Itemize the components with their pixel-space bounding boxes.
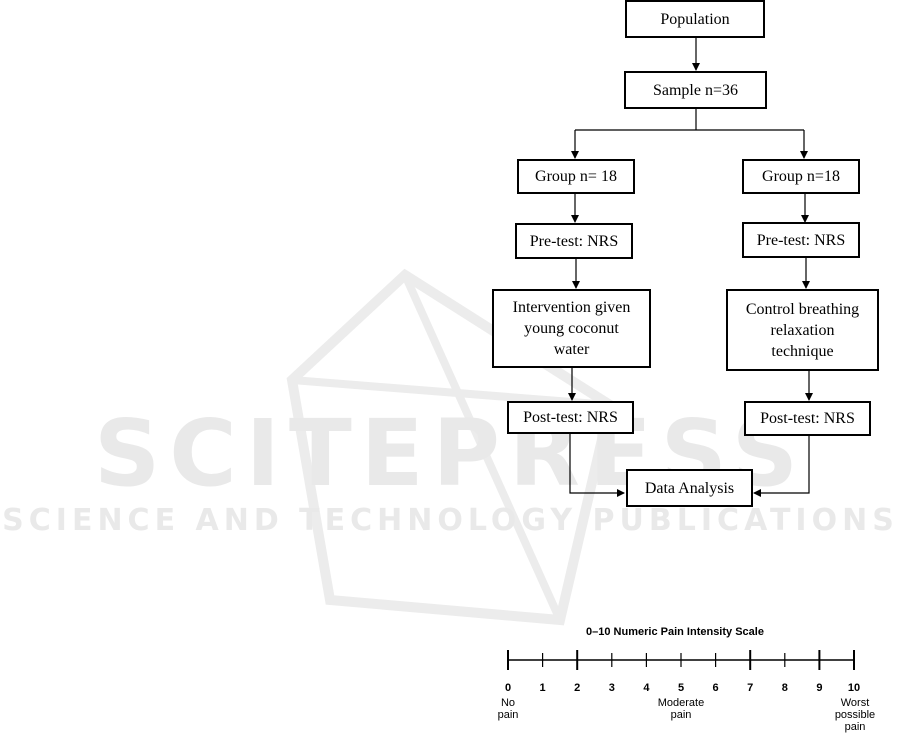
posttest-right-label: Post-test: NRS: [760, 410, 855, 427]
watermark-subtitle: SCIENCE AND TECHNOLOGY PUBLICATIONS: [2, 503, 899, 538]
posttest-left-box: Post-test: NRS: [507, 401, 634, 434]
intervention-right-line-3: technique: [771, 342, 834, 360]
sample-box: Sample n=36: [624, 71, 767, 109]
scale-tick-6: 6: [712, 682, 719, 694]
intervention-right-line-1: Control breathing: [745, 300, 860, 318]
population-label: Population: [660, 10, 730, 28]
group-right-label: Group n=18: [762, 168, 840, 185]
worst-pain-line-3: pain: [844, 721, 866, 733]
worst-pain-line-1: Worst: [840, 697, 870, 709]
posttest-right-box: Post-test: NRS: [744, 401, 871, 436]
no-pain-label: No pain: [490, 697, 526, 721]
data-analysis-label: Data Analysis: [644, 479, 735, 497]
group-left-label: Group n= 18: [535, 168, 617, 185]
pretest-right-box: Pre-test: NRS: [742, 222, 860, 258]
worst-pain-label: Worst possible pain: [826, 697, 884, 733]
no-pain-line-2: pain: [497, 709, 519, 721]
moderate-pain-line-1: Moderate: [657, 697, 705, 709]
moderate-pain-line-2: pain: [670, 709, 692, 721]
moderate-pain-label: Moderate pain: [646, 697, 716, 721]
group-left-box: Group n= 18: [517, 159, 635, 194]
scale-tick-5: 5: [677, 682, 685, 694]
data-analysis-box: Data Analysis: [626, 469, 753, 507]
posttest-left-label: Post-test: NRS: [523, 409, 618, 426]
intervention-left-box: Intervention given young coconut water: [492, 289, 651, 368]
pretest-left-box: Pre-test: NRS: [515, 223, 633, 259]
intervention-left-line-1: Intervention given: [512, 299, 631, 316]
scale-tick-7: 7: [747, 682, 754, 694]
scale-tick-8: 8: [781, 682, 788, 694]
scale-tick-0: 0: [504, 682, 512, 694]
pretest-left-label: Pre-test: NRS: [529, 232, 619, 250]
intervention-right-line-2: relaxation: [770, 321, 835, 339]
pretest-right-label: Pre-test: NRS: [756, 231, 846, 249]
intervention-left-line-3: water: [553, 341, 590, 358]
scale-tick-2: 2: [574, 682, 581, 694]
group-right-box: Group n=18: [742, 159, 860, 194]
worst-pain-line-2: possible: [834, 709, 876, 721]
population-box: Population: [625, 0, 765, 38]
pain-scale-title: 0–10 Numeric Pain Intensity Scale: [586, 626, 764, 638]
scale-tick-1: 1: [539, 682, 546, 694]
intervention-right-box: Control breathing relaxation technique: [726, 289, 879, 371]
scale-tick-10: 10: [847, 682, 861, 694]
intervention-left-line-2: young coconut: [524, 320, 619, 337]
scale-tick-3: 3: [608, 682, 615, 694]
sample-label: Sample n=36: [652, 81, 738, 99]
scale-tick-4: 4: [643, 682, 650, 694]
scale-tick-9: 9: [816, 682, 823, 694]
no-pain-line-1: No: [500, 697, 516, 709]
